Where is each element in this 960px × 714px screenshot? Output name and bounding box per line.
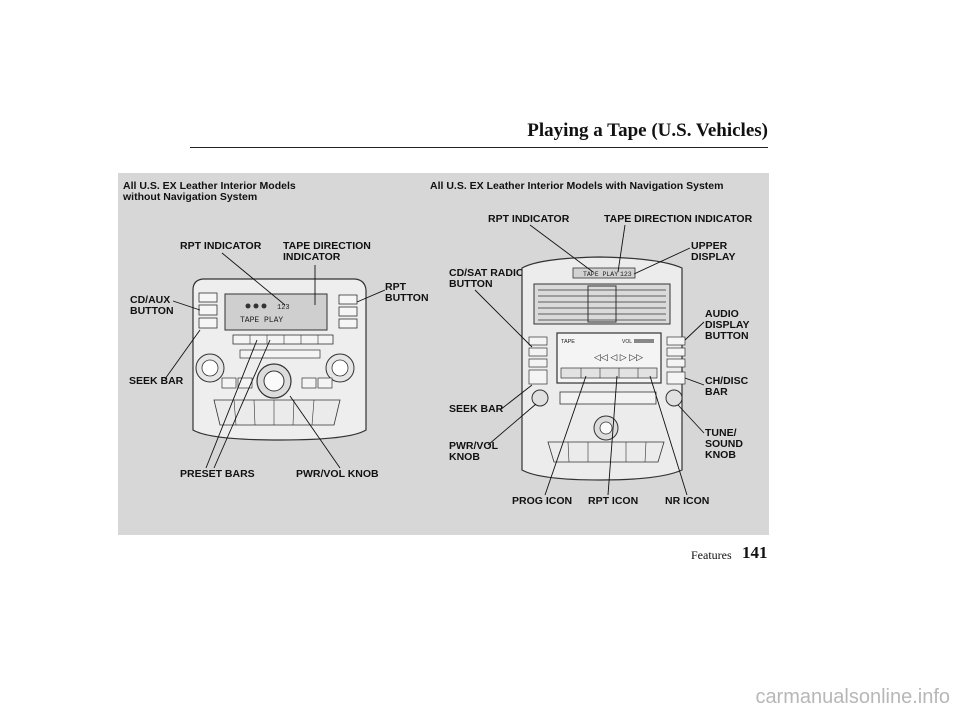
watermark: carmanualsonline.info: [755, 686, 950, 708]
footer-section: Features: [691, 548, 732, 562]
right-label-rpt-icon: RPT ICON: [588, 495, 639, 507]
left-label-seek-bar: SEEK BAR: [129, 375, 184, 387]
right-label-upper-display: UPPER DISPLAY: [691, 240, 736, 263]
right-upper-display-text: TAPE PLAY: [583, 271, 618, 278]
right-heading: All U.S. EX Leather Interior Models with…: [430, 180, 724, 192]
left-label-cd-aux: CD/AUX BUTTON: [130, 294, 174, 317]
left-leader-lines: [164, 252, 386, 469]
svg-text:◁◁ ◁ ▷ ▷▷: ◁◁ ◁ ▷ ▷▷: [594, 352, 643, 362]
right-label-rpt-indicator: RPT INDICATOR: [488, 213, 570, 225]
right-label-seek-bar: SEEK BAR: [449, 403, 504, 415]
left-label-pwr-vol: PWR/VOL KNOB: [296, 468, 379, 480]
left-display-text: TAPE PLAY: [240, 316, 283, 325]
left-label-tape-direction: TAPE DIRECTION INDICATOR: [283, 240, 371, 263]
right-label-nr-icon: NR ICON: [665, 495, 710, 507]
left-label-rpt-indicator: RPT INDICATOR: [180, 240, 262, 252]
right-label-prog-icon: PROG ICON: [512, 495, 573, 507]
right-label-tape-direction: TAPE DIRECTION INDICATOR: [604, 213, 753, 225]
right-label-cd-sat: CD/SAT RADIO BUTTON: [449, 267, 525, 290]
right-upper-display-track: 123: [620, 271, 632, 278]
right-leader-lines: [474, 224, 705, 496]
page-number: 141: [742, 543, 768, 562]
right-screen-vol: VOL: [622, 339, 632, 345]
right-screen-title: TAPE: [561, 339, 575, 345]
right-console-unit: TAPE PLAY 123 TAPE VOL ◁◁ ◁ ▷ ▷▷: [521, 256, 686, 481]
left-heading: All U.S. EX Leather Interior Models with…: [123, 180, 296, 203]
right-label-audio-display: AUDIO DISPLAY BUTTON: [705, 308, 750, 342]
left-label-preset-bars: PRESET BARS: [180, 468, 255, 480]
left-label-rpt-button: RPT BUTTON: [385, 281, 429, 304]
right-label-ch-disc: CH/DISC BAR: [705, 375, 749, 398]
left-display-track: 123: [277, 304, 290, 312]
right-label-tune-sound: TUNE/ SOUND KNOB: [705, 427, 743, 461]
header-rule: [190, 147, 768, 148]
page-title: Playing a Tape (U.S. Vehicles): [527, 120, 768, 141]
left-radio-unit: 123 TAPE PLAY: [192, 278, 367, 441]
right-label-pwr-vol: PWR/VOL KNOB: [449, 440, 498, 463]
